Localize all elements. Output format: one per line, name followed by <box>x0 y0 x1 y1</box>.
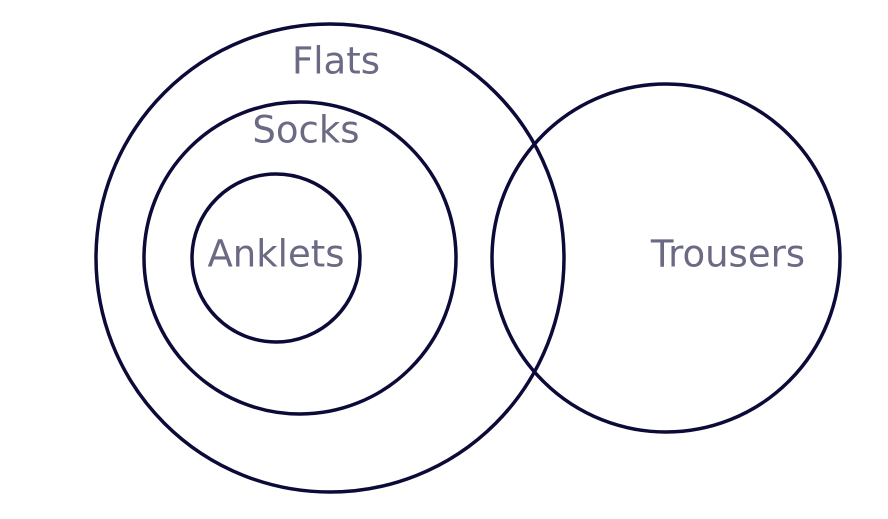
set-anklets: Anklets <box>190 172 362 344</box>
flats-circle <box>94 22 566 494</box>
anklets-label: Anklets <box>207 233 344 276</box>
trousers-label: Trousers <box>650 233 805 276</box>
socks-circle <box>142 100 458 416</box>
socks-label: Socks <box>252 109 359 152</box>
flats-label: Flats <box>292 40 380 83</box>
anklets-circle <box>190 172 362 344</box>
trousers-circle <box>490 82 842 434</box>
set-flats: Flats <box>94 22 566 494</box>
set-trousers: Trousers <box>490 82 842 434</box>
set-socks: Socks <box>142 100 458 416</box>
